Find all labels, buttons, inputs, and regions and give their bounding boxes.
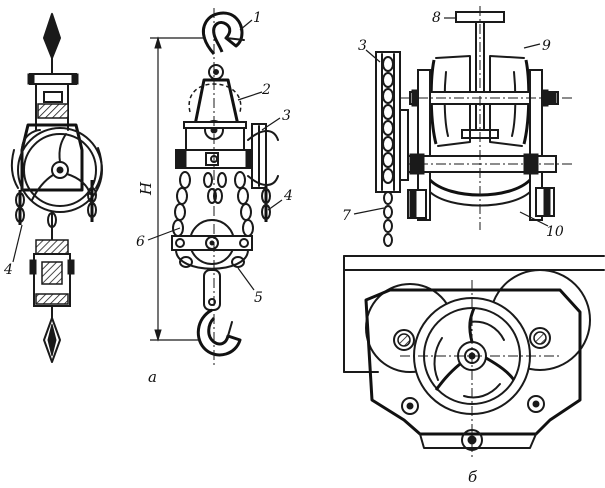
load-chain-right [234,171,254,237]
view-a-label: а [148,368,157,386]
label-2: 2 [261,82,271,98]
label-5: 5 [254,290,263,306]
view-b-label: б [468,468,478,486]
load-chain-left [172,171,191,237]
center-chain [203,172,227,204]
hoist-section-view [10,12,103,363]
label-10: 10 [546,224,564,240]
label-6: 6 [136,234,145,250]
hoist-front-view [147,8,283,365]
label-8: 8 [432,10,441,26]
label-4-left: 4 [3,262,13,278]
label-3-mid: 3 [282,108,291,124]
part-labels: 1 2 3 4 6 5 4 H а 8 9 3 7 10 б [3,10,564,486]
trolley-side-view [353,6,575,247]
trolley-front-view [343,255,605,460]
label-3-right: 3 [358,38,367,54]
dimension-h-label: H [137,181,155,196]
label-1: 1 [253,10,262,26]
drive-chain [382,56,394,247]
label-4-mid: 4 [283,188,293,204]
label-7: 7 [342,208,351,224]
label-9: 9 [542,38,551,54]
